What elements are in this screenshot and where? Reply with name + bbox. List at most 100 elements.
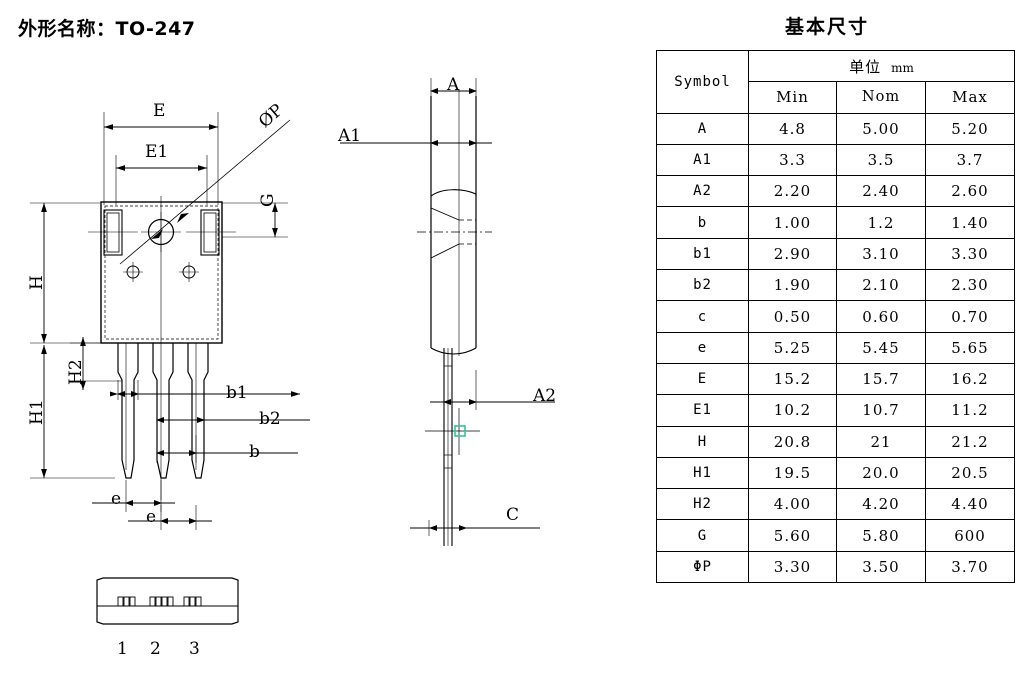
cell-min: 2.20 [748, 175, 837, 208]
cell-symbol: H2 [656, 488, 749, 521]
cell-nom: 1.2 [836, 206, 926, 239]
cell-nom: 5.45 [836, 331, 926, 364]
cell-symbol: b [656, 206, 749, 239]
cell-min: 5.25 [748, 331, 837, 364]
cell-nom: 3.50 [836, 550, 926, 584]
cell-nom: 0.60 [836, 300, 926, 333]
cell-nom: 2.40 [836, 175, 926, 208]
cell-max: 3.70 [924, 550, 1016, 584]
cell-nom: 21 [836, 425, 926, 458]
cell-symbol: ΦP [656, 550, 749, 584]
dimension-label-E1: E1 [145, 142, 169, 162]
cad-snap-marker [454, 425, 466, 437]
cell-max: 2.60 [924, 175, 1016, 208]
column-header-nom: Nom [836, 81, 926, 114]
cell-min: 2.90 [748, 237, 837, 271]
cell-nom: 4.20 [836, 488, 926, 521]
dimension-label-e-upper: e [111, 489, 122, 509]
cell-nom: 3.5 [836, 143, 926, 177]
cell-max: 3.7 [924, 143, 1016, 177]
dimension-label-A1: A1 [338, 126, 362, 146]
cell-max: 21.2 [924, 425, 1016, 458]
page-title: 外形名称：TO-247 [18, 18, 196, 40]
cell-max: 3.30 [924, 237, 1016, 271]
column-header-symbol: Symbol [656, 50, 749, 114]
cell-nom: 15.7 [836, 362, 926, 396]
pin-number-1: 1 [117, 639, 128, 659]
cell-min: 4.8 [748, 112, 837, 145]
table-header-row-unit: Symbol 单位 mm [656, 49, 1016, 114]
cell-symbol: H [656, 425, 749, 458]
cell-nom: 20.0 [836, 456, 926, 490]
cell-max: 2.30 [924, 269, 1016, 302]
dimension-label-A2: A2 [533, 386, 557, 406]
table-header-row-minmax: Min Nom Max [657, 81, 1016, 114]
cell-min: 20.8 [748, 425, 837, 458]
cell-min: 10.2 [748, 394, 837, 427]
cell-min: 19.5 [748, 456, 837, 490]
cell-max: 16.2 [924, 362, 1016, 396]
cell-symbol: c [656, 300, 749, 333]
cell-max: 4.40 [924, 488, 1016, 521]
dimension-label-H: H [27, 275, 47, 290]
cell-min: 0.50 [748, 300, 837, 333]
cell-max: 5.20 [924, 112, 1016, 145]
column-header-unit: 单位 mm [747, 49, 1016, 83]
cell-max: 5.65 [924, 331, 1016, 364]
dimension-label-phi-p: ØP [255, 100, 288, 133]
cell-max: 11.2 [924, 394, 1016, 427]
cell-nom: 5.80 [836, 519, 926, 552]
cell-symbol: b1 [656, 237, 749, 271]
dimension-label-A: A [447, 75, 460, 95]
cell-max: 600 [924, 519, 1016, 552]
cell-max: 0.70 [924, 300, 1016, 333]
column-header-min: Min [748, 81, 837, 114]
cell-min: 3.3 [748, 143, 837, 177]
cell-max: 1.40 [924, 206, 1016, 239]
dimension-label-H2: H2 [66, 359, 86, 385]
cell-min: 4.00 [748, 488, 837, 521]
cell-symbol: G [656, 519, 749, 552]
dimension-label-e-lower: e [146, 507, 157, 527]
dimension-label-b2: b2 [259, 409, 281, 429]
dimension-label-H1: H1 [27, 399, 47, 425]
unit-value: mm [891, 60, 914, 75]
unit-label: 单位 [849, 57, 882, 76]
cell-min: 3.30 [748, 550, 837, 584]
cell-symbol: A2 [656, 175, 749, 208]
cell-nom: 2.10 [836, 269, 926, 302]
cell-min: 5.60 [748, 519, 837, 552]
cell-symbol: A1 [656, 143, 749, 177]
cell-symbol: E1 [656, 394, 749, 427]
pin-number-3: 3 [189, 639, 200, 659]
pin-number-2: 2 [150, 639, 161, 659]
cell-symbol: b2 [656, 269, 749, 302]
dimension-label-b: b [249, 442, 260, 462]
cell-min: 15.2 [748, 362, 837, 396]
dimension-label-b1: b1 [226, 383, 248, 403]
cell-nom: 10.7 [836, 394, 926, 427]
cell-symbol: H1 [656, 456, 749, 490]
cell-max: 20.5 [924, 456, 1016, 490]
dimension-label-C: C [506, 505, 520, 525]
cell-min: 1.90 [748, 269, 837, 302]
cell-nom: 5.00 [836, 112, 926, 145]
cell-symbol: E [656, 362, 749, 396]
